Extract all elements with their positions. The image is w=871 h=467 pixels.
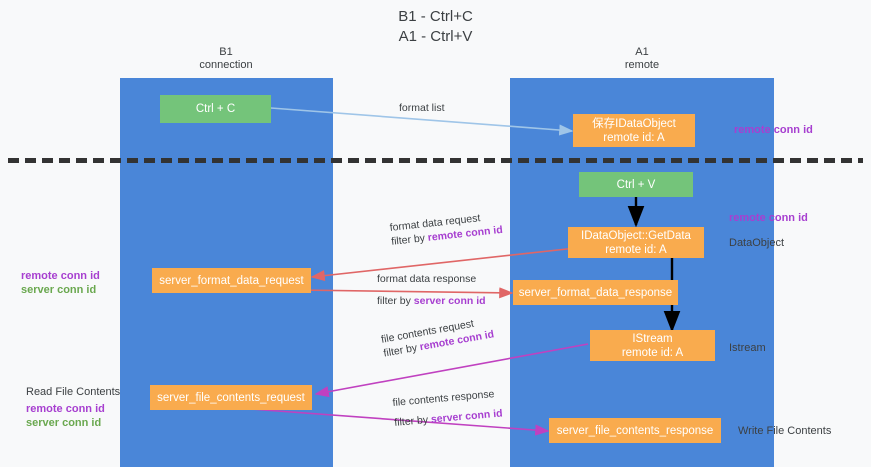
edge-label-format-list: format list (399, 101, 445, 115)
annotation-left-remote-conn-id-1: remote conn id (21, 270, 100, 282)
node-istream[interactable]: IStream remote id: A (590, 330, 715, 361)
edge-label-file-contents-response-prefix: filter by (393, 413, 432, 429)
diagram-title: B1 - Ctrl+C A1 - Ctrl+V (398, 8, 473, 45)
column-header-b1: B1 connection (199, 46, 253, 71)
annotation-right-dataobject: DataObject (729, 237, 785, 249)
annotation-left-remote-conn-id-2: remote conn id (26, 403, 105, 415)
edge-label-format-data-response-line1: format data response (377, 273, 477, 285)
edge-label-format-data-response-key: server conn id (413, 295, 486, 307)
annotation-right-remote-conn-id-top: remote conn id (734, 124, 813, 136)
edge-label-format-data-response-prefix: filter by (377, 295, 414, 307)
column-header-a1: A1 remote (624, 46, 660, 71)
edge-label-file-contents-request: file contents request filter by remote c… (380, 314, 495, 361)
node-save-idataobject[interactable]: 保存IDataObject remote id: A (573, 114, 695, 147)
annotation-left-read-file-contents: Read File Contents (26, 386, 121, 398)
edge-label-file-contents-response-key: server conn id (430, 407, 504, 426)
annotation-left-server-conn-id-1: server conn id (21, 284, 97, 296)
node-server-format-data-response[interactable]: server_format_data_response (513, 280, 678, 305)
node-server-file-contents-response[interactable]: server_file_contents_response (549, 418, 721, 443)
edge-label-format-data-request: format data request filter by remote con… (389, 209, 503, 249)
annotation-right-remote-conn-id-mid: remote conn id (729, 212, 808, 224)
edge-label-file-contents-response: file contents response filter by server … (392, 387, 503, 430)
node-server-file-contents-request[interactable]: server_file_contents_request (150, 385, 312, 410)
node-server-format-data-request[interactable]: server_format_data_request (152, 268, 311, 293)
node-ctrl-v[interactable]: Ctrl + V (579, 172, 693, 197)
edge-label-format-data-request-prefix: filter by (390, 231, 429, 248)
annotation-left-server-conn-id-2: server conn id (26, 417, 102, 429)
edge-label-format-data-response: format data response filter by server co… (377, 272, 486, 308)
annotation-right-write-file-contents: Write File Contents (738, 425, 832, 437)
node-idataobject-getdata[interactable]: IDataObject::GetData remote id: A (568, 227, 704, 258)
edge-label-file-contents-response-line1: file contents response (392, 388, 495, 409)
annotation-right-istream: Istream (729, 342, 766, 354)
dashed-divider (8, 158, 863, 163)
node-ctrl-c[interactable]: Ctrl + C (160, 95, 271, 123)
edge-label-format-list-text: format list (399, 102, 445, 114)
